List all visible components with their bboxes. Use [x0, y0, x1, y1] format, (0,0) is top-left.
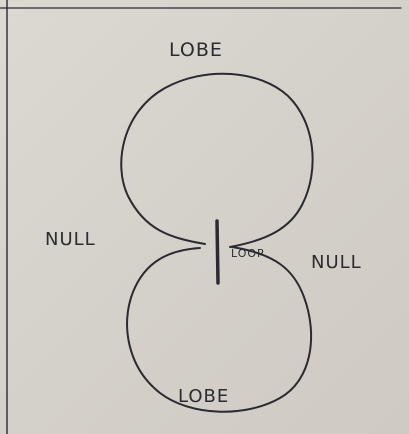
loop-antenna-bar [217, 221, 218, 283]
null-left-label: NULL [45, 229, 96, 250]
lobe-top-label: LOBE [169, 39, 223, 61]
lobe-bottom-label: LOBE [178, 386, 229, 407]
null-right-label: NULL [311, 252, 362, 273]
loop-label: LOOP [231, 247, 265, 260]
